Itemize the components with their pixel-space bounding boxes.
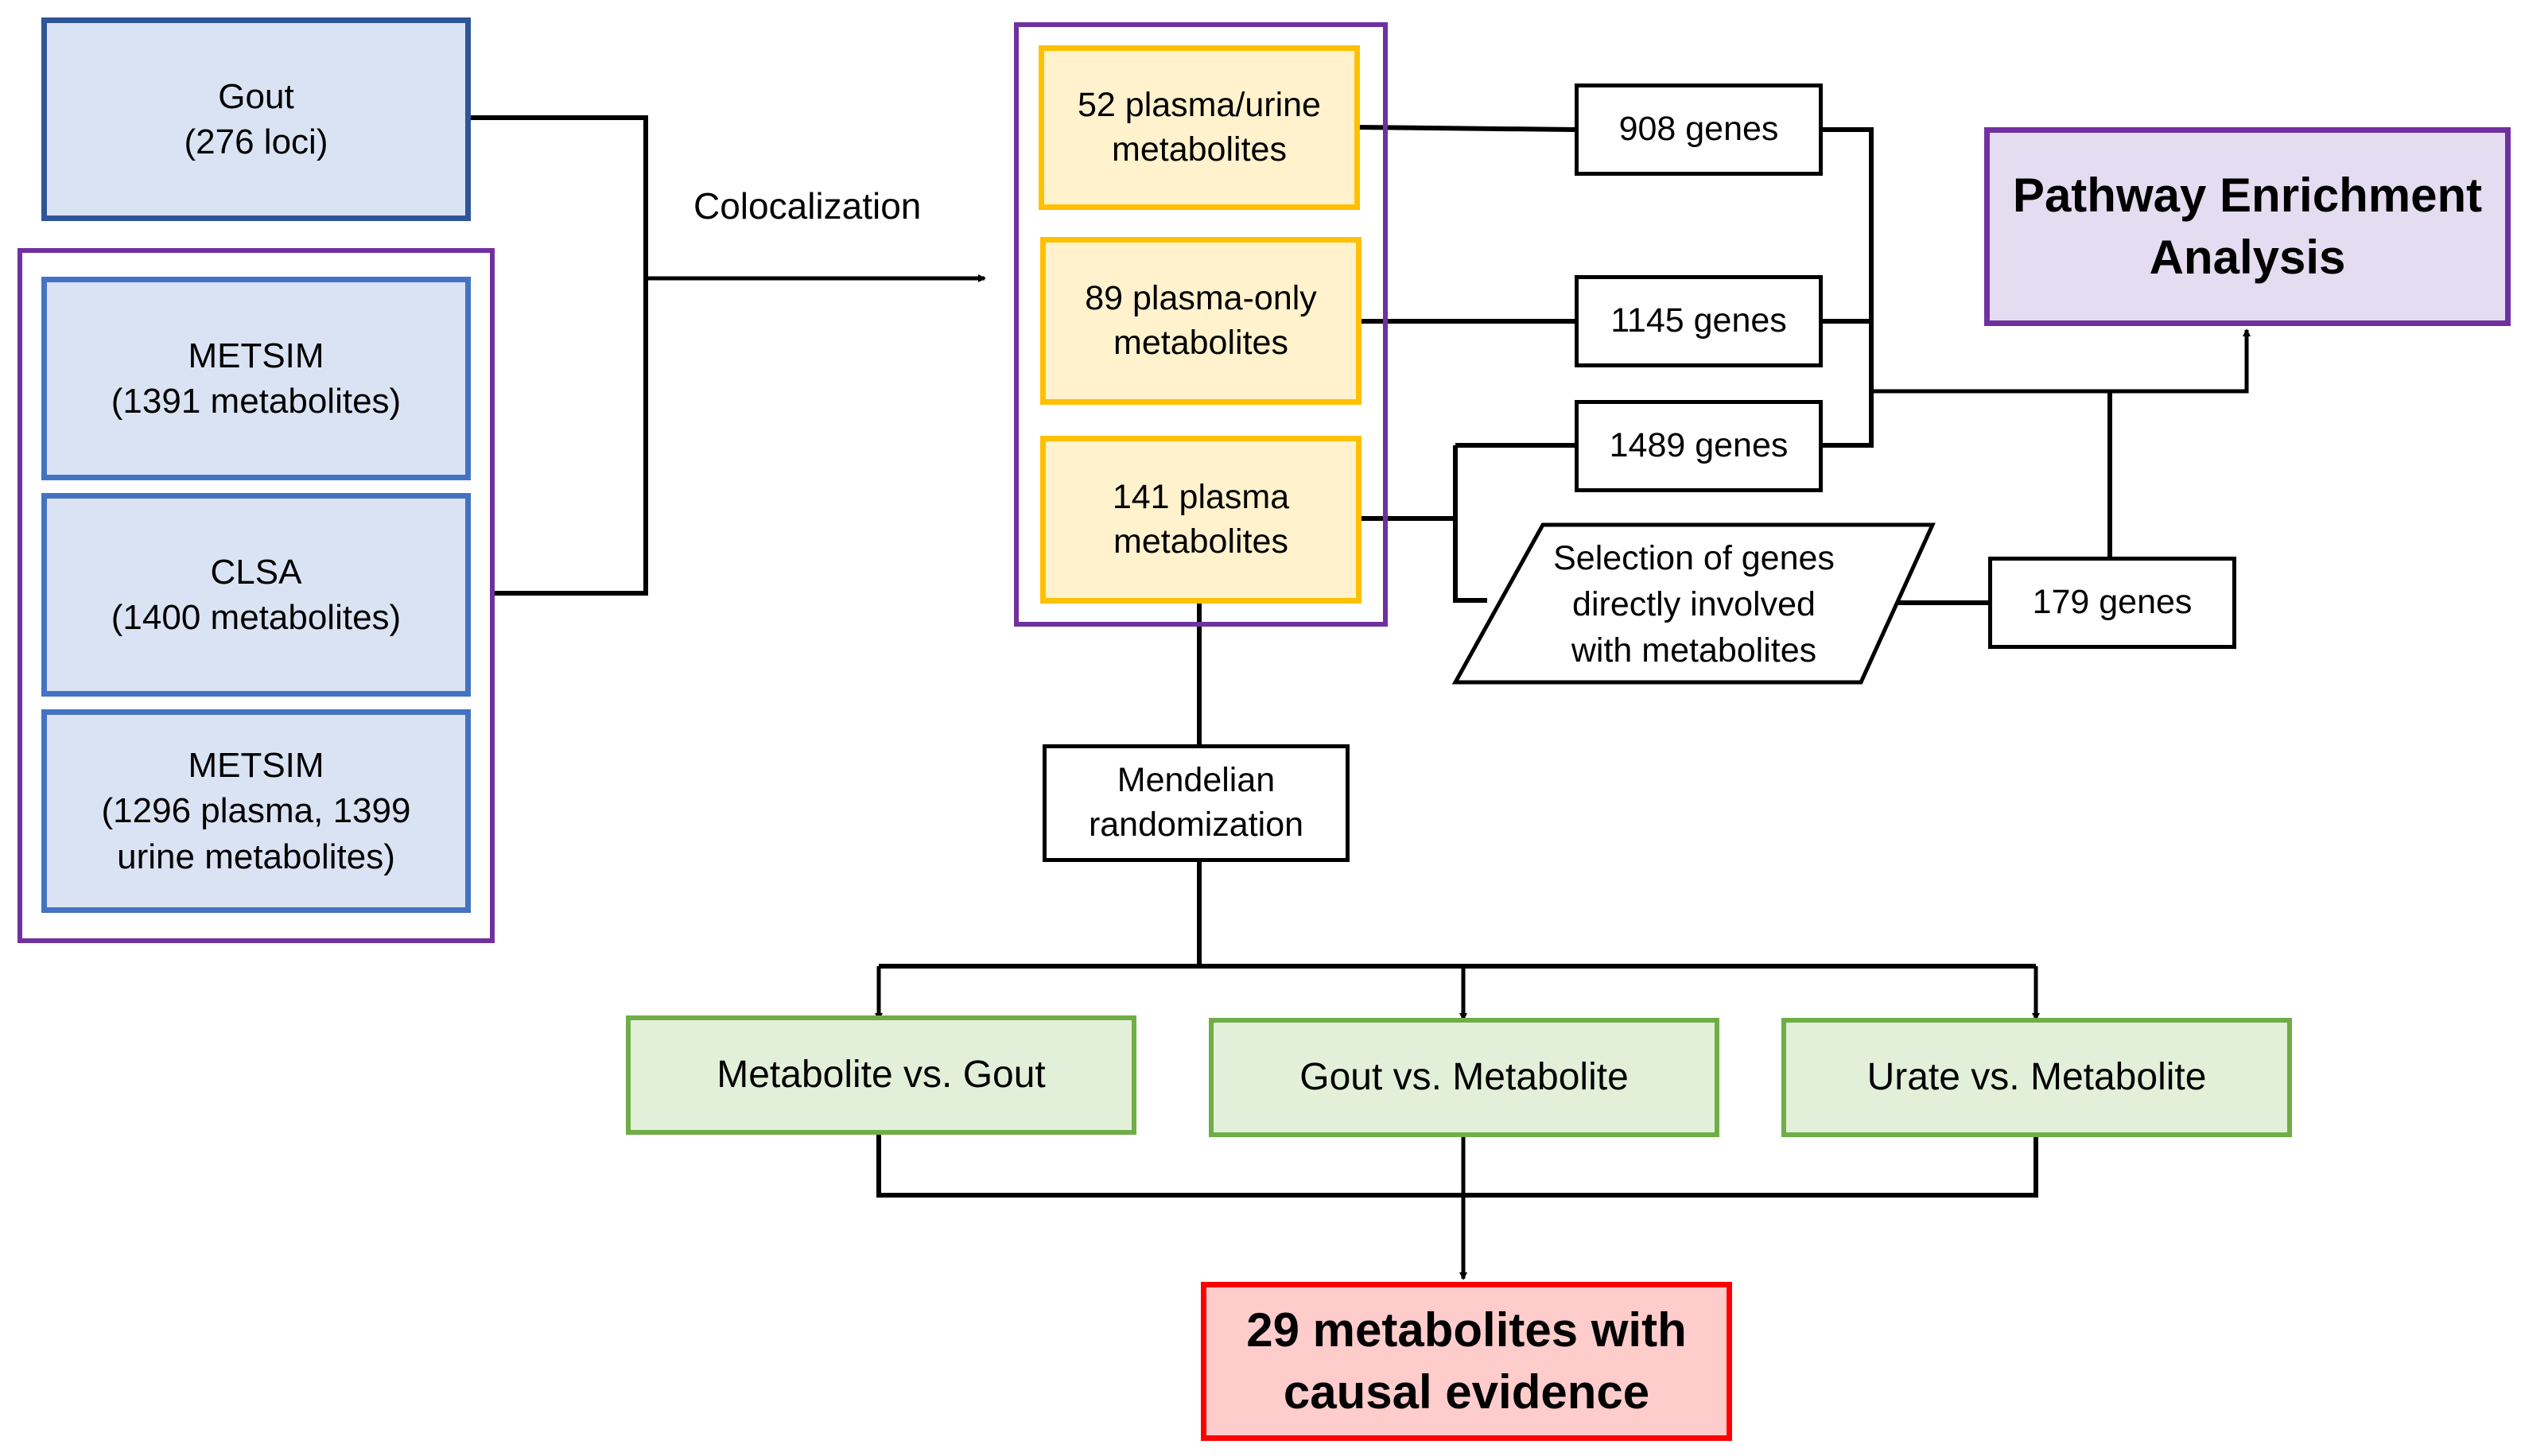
- plasma-box: 141 plasma metabolites: [1040, 436, 1361, 604]
- metabolite-sets-group: [1014, 22, 1388, 627]
- met-vs-gout-box: Metabolite vs. Gout: [626, 1015, 1136, 1135]
- plasma-only-text: 89 plasma-only metabolites: [1085, 278, 1317, 362]
- metsim-2-text: METSIM (1296 plasma, 1399 urine metaboli…: [101, 746, 411, 876]
- plasma-urine-box: 52 plasma/urine metabolites: [1039, 45, 1360, 210]
- gout-input-text: Gout (276 loci): [184, 76, 328, 161]
- gout-vs-met-text: Gout vs. Metabolite: [1299, 1055, 1629, 1098]
- genes-1145-text: 1145 genes: [1610, 301, 1787, 340]
- clsa-text: CLSA (1400 metabolites): [111, 552, 402, 637]
- genes-1145-box: 1145 genes: [1575, 275, 1823, 367]
- urate-vs-met-box: Urate vs. Metabolite: [1781, 1018, 2292, 1137]
- genes-908-text: 908 genes: [1618, 110, 1779, 149]
- mr-merge-bar: [876, 1133, 2038, 1198]
- gout-input-box: Gout (276 loci): [41, 17, 471, 221]
- branch-to-1489-and-selection: [1453, 443, 1575, 603]
- result-text: 29 metabolites with causal evidence: [1246, 1303, 1687, 1419]
- genes-179-box: 179 genes: [1988, 557, 2236, 649]
- metsim-1-box: METSIM (1391 metabolites): [41, 277, 471, 480]
- plasma-urine-text: 52 plasma/urine metabolites: [1078, 85, 1321, 169]
- colocalization-label: Colocalization: [693, 185, 922, 227]
- merge-to-pathway: [1871, 328, 2251, 394]
- pathway-enrichment-box: Pathway Enrichment Analysis: [1984, 127, 2511, 326]
- genes-1489-text: 1489 genes: [1609, 426, 1789, 465]
- genes-1489-box: 1489 genes: [1575, 400, 1823, 492]
- met-vs-gout-text: Metabolite vs. Gout: [717, 1053, 1046, 1096]
- plasma-text: 141 plasma metabolites: [1112, 477, 1290, 561]
- pathway-enrichment-text: Pathway Enrichment Analysis: [2012, 169, 2483, 284]
- genes-merge-bracket: [1823, 127, 1874, 448]
- gout-connector: [468, 115, 648, 596]
- metabolite-studies-group: [17, 248, 495, 943]
- genes-179-text: 179 genes: [2032, 583, 2193, 622]
- genes-908-box: 908 genes: [1575, 83, 1823, 176]
- clsa-box: CLSA (1400 metabolites): [41, 493, 471, 697]
- selection-parallelogram: [1451, 522, 1936, 685]
- plasma-only-box: 89 plasma-only metabolites: [1040, 237, 1361, 405]
- mendelian-text: Mendelian randomization: [1088, 761, 1304, 844]
- selection-text: Selection of genes directly involved wit…: [1553, 538, 1835, 670]
- metsim-2-box: METSIM (1296 plasma, 1399 urine metaboli…: [41, 709, 471, 913]
- result-box: 29 metabolites with causal evidence: [1201, 1282, 1732, 1441]
- line-52-to-908: [1355, 125, 1575, 132]
- mendelian-box: Mendelian randomization: [1043, 744, 1350, 862]
- gout-vs-met-box: Gout vs. Metabolite: [1209, 1018, 1719, 1137]
- metsim-1-text: METSIM (1391 metabolites): [111, 336, 402, 421]
- urate-vs-met-text: Urate vs. Metabolite: [1866, 1055, 2207, 1098]
